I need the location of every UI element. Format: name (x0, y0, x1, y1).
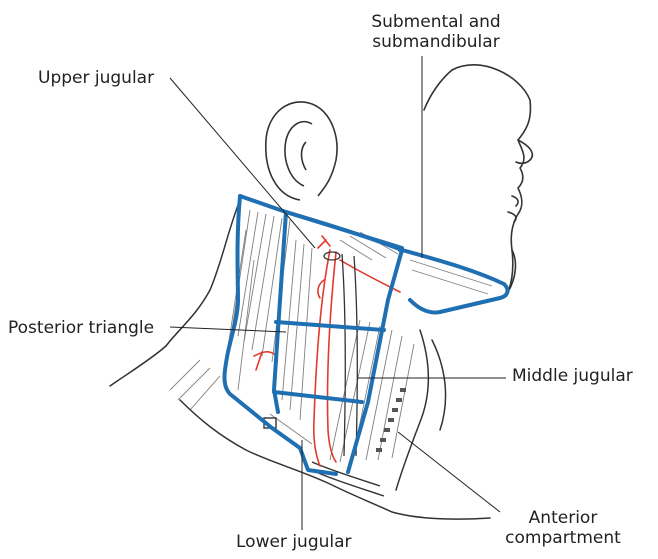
muscle-hatching (170, 210, 492, 462)
anterior-leader (398, 432, 500, 512)
posterior-triangle-leader (170, 327, 286, 332)
label-submental-line1: Submental and (356, 12, 516, 32)
upper-jugular-leader (170, 78, 315, 248)
trachea-rings (376, 388, 406, 452)
label-upper-jugular: Upper jugular (38, 68, 154, 88)
label-anterior-compartment: Anterior compartment (498, 508, 628, 548)
clavicle (264, 418, 384, 496)
region-outlines (225, 196, 508, 474)
label-lower-jugular: Lower jugular (236, 532, 352, 552)
label-submental-line2: submandibular (356, 32, 516, 52)
leader-lines (170, 56, 506, 530)
label-anterior-line1: Anterior (498, 508, 628, 528)
label-posterior-triangle: Posterior triangle (8, 318, 154, 338)
label-submental: Submental and submandibular (356, 12, 516, 52)
label-middle-jugular: Middle jugular (512, 366, 633, 386)
head-profile (424, 65, 532, 292)
ear (266, 102, 337, 200)
neck-outline (110, 200, 490, 519)
label-anterior-line2: compartment (498, 528, 628, 548)
